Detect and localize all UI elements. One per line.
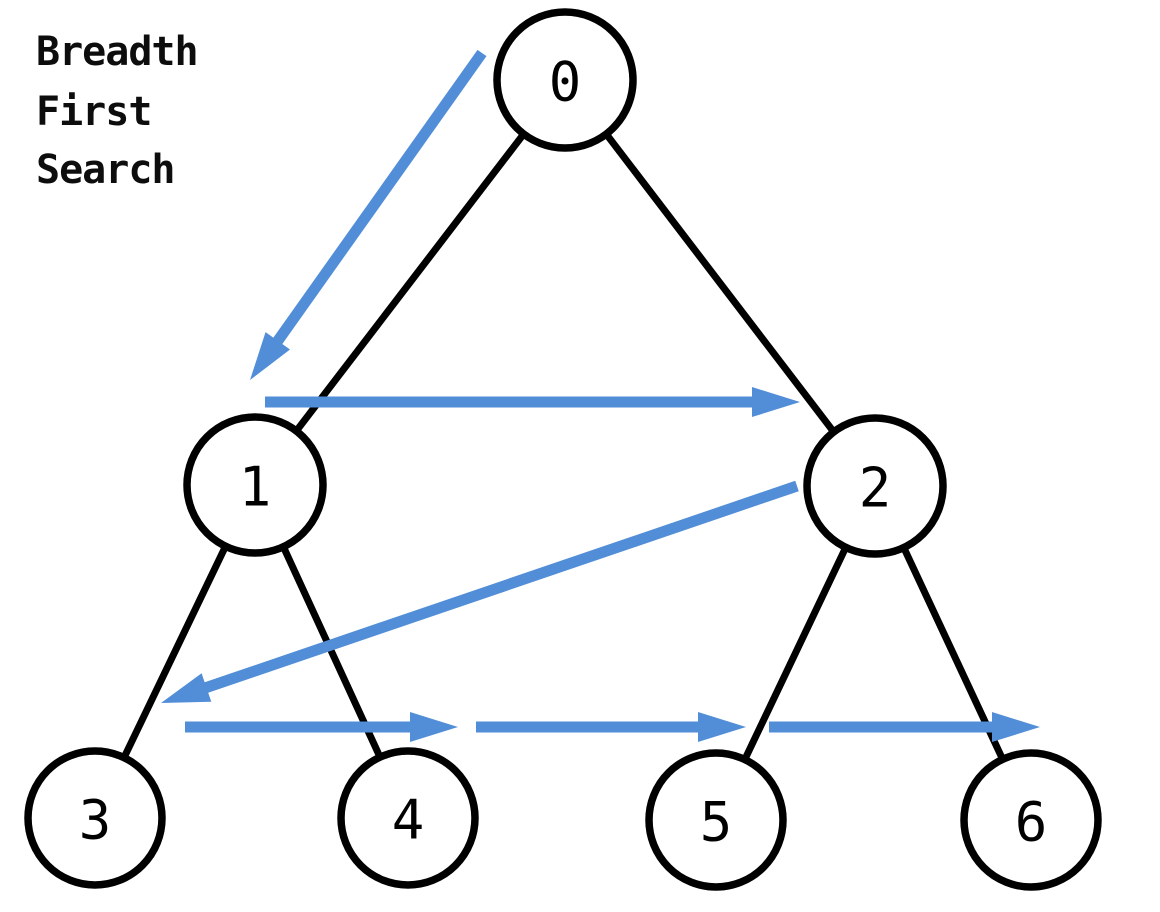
tree-node-2: 2 <box>803 414 947 558</box>
node-circle-4 <box>337 747 479 889</box>
diagram-title: Breadth First Search <box>36 29 199 193</box>
node-circle-6 <box>960 749 1102 891</box>
bfs-arrow-0-to-1 <box>250 49 487 380</box>
tree-node-6: 6 <box>960 749 1102 891</box>
tree-node-3: 3 <box>24 747 166 889</box>
bfs-arrow-shaft <box>266 49 487 354</box>
bfs-arrowhead <box>161 673 212 703</box>
node-circle-2 <box>803 414 947 558</box>
tree-edge-0-1 <box>251 76 569 489</box>
bfs-arrow-shaft <box>193 480 799 697</box>
bfs-arrowhead <box>250 332 291 380</box>
tree-nodes: 0 1 2 3 4 5 6 <box>24 8 1102 891</box>
tree-node-4: 4 <box>337 747 479 889</box>
tree-node-5: 5 <box>645 749 787 891</box>
node-label-4: 4 <box>392 789 425 852</box>
bfs-arrowhead <box>698 712 746 742</box>
node-circle-1 <box>183 413 327 557</box>
title-line-1: Breadth <box>36 29 198 75</box>
node-label-2: 2 <box>859 457 892 520</box>
node-circle-0 <box>493 8 637 152</box>
bfs-arrow-2-to-3 <box>161 480 799 703</box>
bfs-arrow-5-to-6 <box>769 712 1040 742</box>
node-label-0: 0 <box>549 51 582 114</box>
bfs-arrowhead <box>752 387 800 417</box>
tree-edge-0-2 <box>561 76 879 490</box>
node-circle-3 <box>24 747 166 889</box>
bfs-arrowhead <box>410 712 458 742</box>
node-label-5: 5 <box>700 791 733 854</box>
title-line-2: First <box>36 89 151 135</box>
bfs-traversal-arrows <box>161 49 1040 742</box>
node-circle-5 <box>645 749 787 891</box>
bfs-arrow-3-to-4 <box>185 712 458 742</box>
node-label-3: 3 <box>79 789 112 852</box>
node-label-6: 6 <box>1015 791 1048 854</box>
node-label-1: 1 <box>239 456 272 519</box>
bfs-arrow-1-to-2 <box>265 387 800 417</box>
tree-node-0: 0 <box>493 8 637 152</box>
bfs-arrow-4-to-5 <box>476 712 746 742</box>
tree-node-1: 1 <box>183 413 327 557</box>
title-line-3: Search <box>36 147 175 193</box>
bfs-arrowhead <box>992 712 1040 742</box>
